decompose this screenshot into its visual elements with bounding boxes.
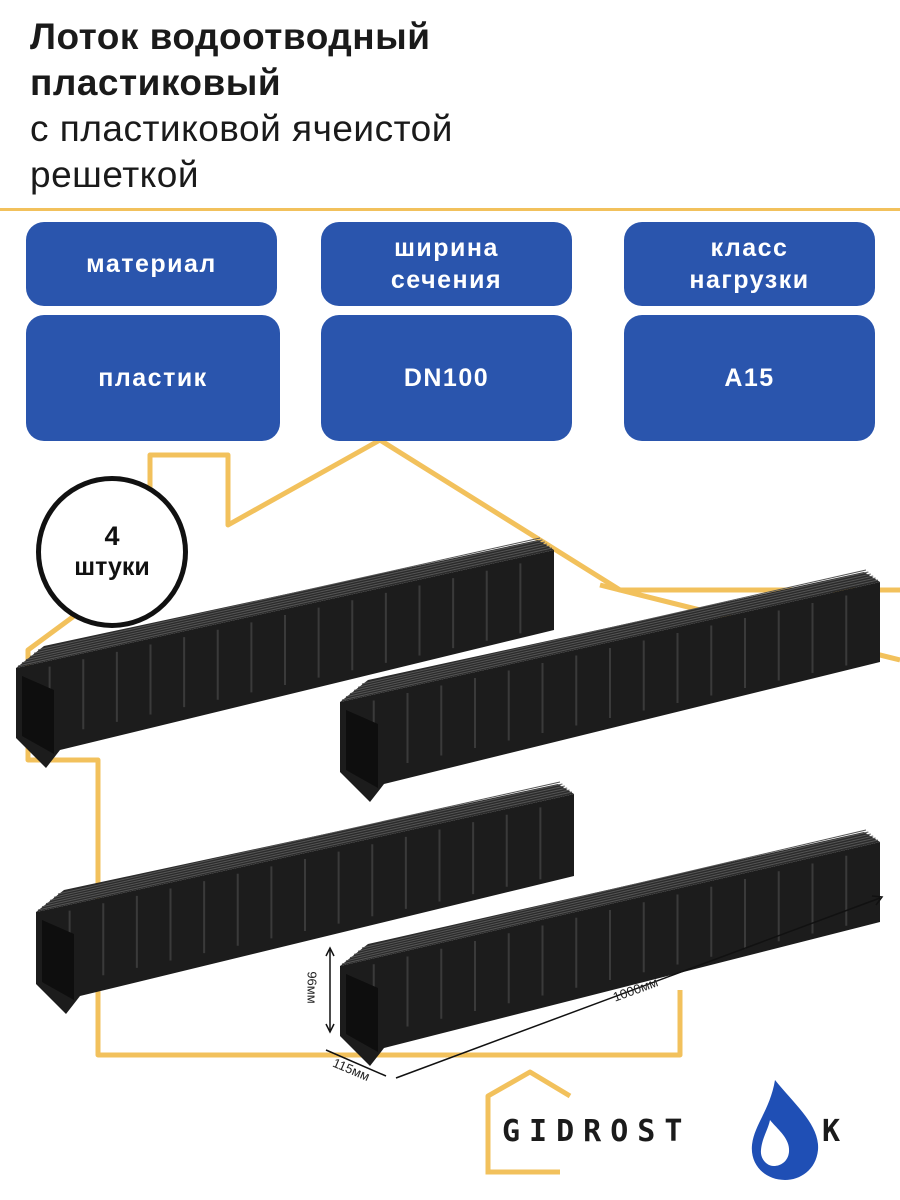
brand-logo: GIDROST K — [476, 1066, 866, 1176]
spec-label-load-class: класс нагрузки — [624, 222, 875, 306]
quantity-badge: 4 штуки — [36, 476, 188, 628]
spec-value-material: пластик — [26, 315, 280, 441]
spec-value-width: DN100 — [321, 315, 572, 441]
spec-value-load-class: A15 — [624, 315, 875, 441]
drainage-channel — [340, 569, 880, 802]
logo-suffix: K — [822, 1114, 841, 1149]
spec-label-material: материал — [26, 222, 277, 306]
quantity-unit: штуки — [74, 553, 150, 581]
drainage-channel — [36, 781, 574, 1014]
drainage-channel — [16, 537, 554, 768]
logo-graphic — [485, 1069, 819, 1180]
drainage-channel — [340, 829, 880, 1066]
title-line-2: пластиковый — [30, 62, 282, 103]
spec-label-width: ширина сечения — [321, 222, 572, 306]
divider-line — [0, 208, 900, 211]
logo-text: GIDROST — [502, 1114, 692, 1149]
subtitle-line-1: с пластиковой ячеистой — [30, 108, 453, 149]
title-line-1: Лоток водоотводный — [30, 16, 431, 57]
quantity-number: 4 — [104, 521, 120, 551]
product-title: Лоток водоотводный пластиковый с пластик… — [30, 14, 870, 198]
subtitle-line-2: решеткой — [30, 154, 199, 195]
dimension-lines — [325, 895, 884, 1079]
dimension-height: 96мм — [304, 971, 320, 1004]
